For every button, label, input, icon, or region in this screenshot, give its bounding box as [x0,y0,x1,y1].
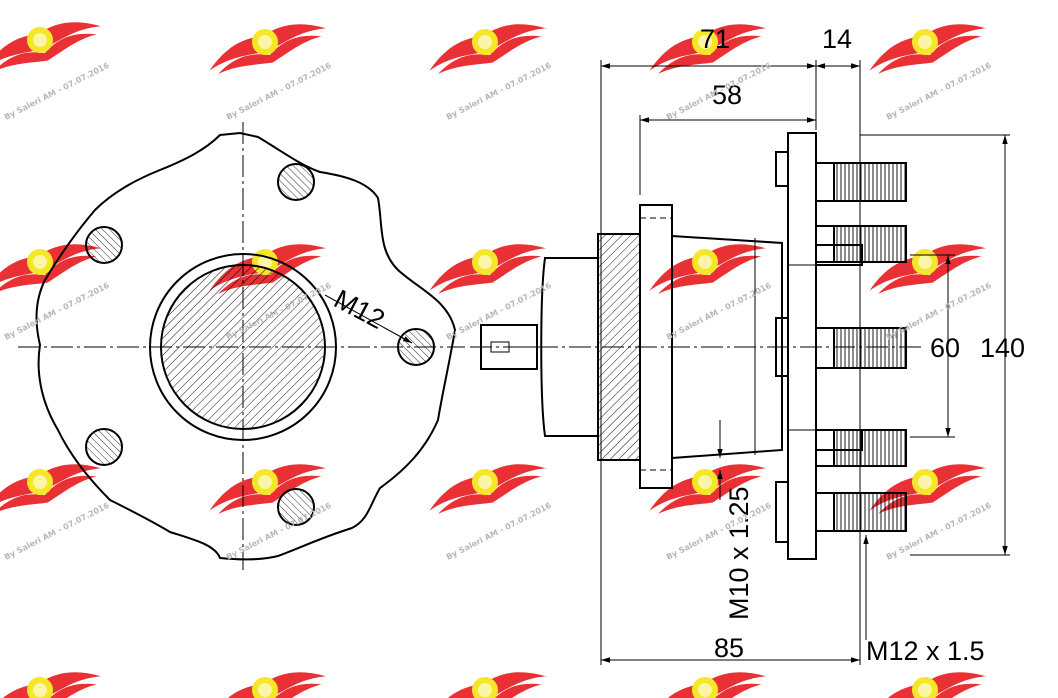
bolt-hole [277,163,315,201]
hub-side-view: 71 14 58 60 140 85 M10 x 1.25 M12 x 1.5 [470,24,1025,666]
bolt-hole [277,488,315,526]
watermark-logo [422,656,551,698]
flange-front-view: M12 [18,122,465,570]
watermark-text: By Saleri AM - 07.07.2016 [445,501,553,562]
watermark-text: By Saleri AM - 07.07.2016 [665,281,773,342]
m12-leader [324,294,413,344]
m12x15-label: M12 x 1.5 [866,636,985,666]
watermark-logo [0,656,106,698]
wheel-studs [815,162,907,532]
watermark-text: By Saleri AM - 07.07.2016 [225,61,333,122]
bolt-hole [85,226,123,264]
watermark-text: By Saleri AM - 07.07.2016 [665,501,773,562]
dim-85-label: 85 [714,633,744,663]
watermark-text: By Saleri AM - 07.07.2016 [665,61,773,122]
hub-body [671,234,783,460]
watermark-logo [642,656,771,698]
watermark-text: By Saleri AM - 07.07.2016 [885,61,993,122]
dim-140-label: 140 [980,333,1025,363]
dim-58-label: 58 [712,80,742,110]
bearing-body [597,233,641,461]
watermark-text: By Saleri AM - 07.07.2016 [3,61,111,122]
hub-outer-circle [149,253,337,441]
dim-60-label: 60 [930,333,960,363]
m10-label: M10 x 1.25 [724,486,754,620]
flange-outline [35,131,457,561]
m12-label: M12 [329,284,389,335]
watermark-texts: By Saleri AM - 07.07.2016 By Saleri AM -… [3,61,993,562]
wheel-flange [787,132,817,560]
bearing-cap [540,257,599,437]
watermark-text: By Saleri AM - 07.07.2016 [3,501,111,562]
watermark-logo [202,656,331,698]
bolt-hole [85,428,123,466]
bolt-hole [397,328,435,366]
dim-71-label: 71 [700,24,730,54]
hub-inner-circle [160,264,326,430]
watermark-text: By Saleri AM - 07.07.2016 [445,61,553,122]
watermark-text: By Saleri AM - 07.07.2016 [3,281,111,342]
dim-14-label: 14 [822,24,852,54]
